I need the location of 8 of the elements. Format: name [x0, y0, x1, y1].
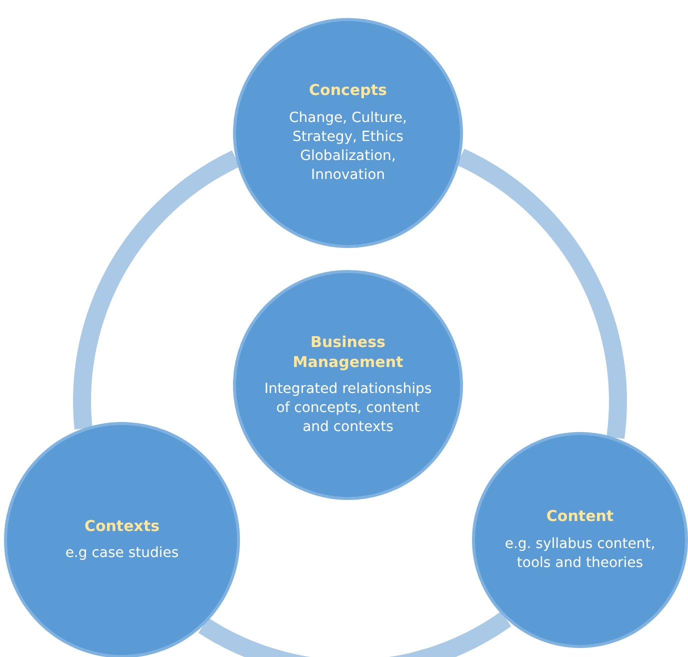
circle-heading: Concepts [309, 81, 387, 101]
circle-description: e.g. syllabus content, tools and theories [504, 534, 656, 573]
circle-description: e.g case studies [65, 544, 179, 564]
circle-description: Change, Culture, Strategy, Ethics Globalization, Innovation [288, 108, 408, 185]
circle-heading: Business Management [292, 333, 404, 372]
circle-heading: Contexts [84, 516, 160, 536]
circle-description: Integrated relationships of concepts, content and contexts [263, 380, 433, 437]
circle-heading: Content [546, 507, 614, 527]
